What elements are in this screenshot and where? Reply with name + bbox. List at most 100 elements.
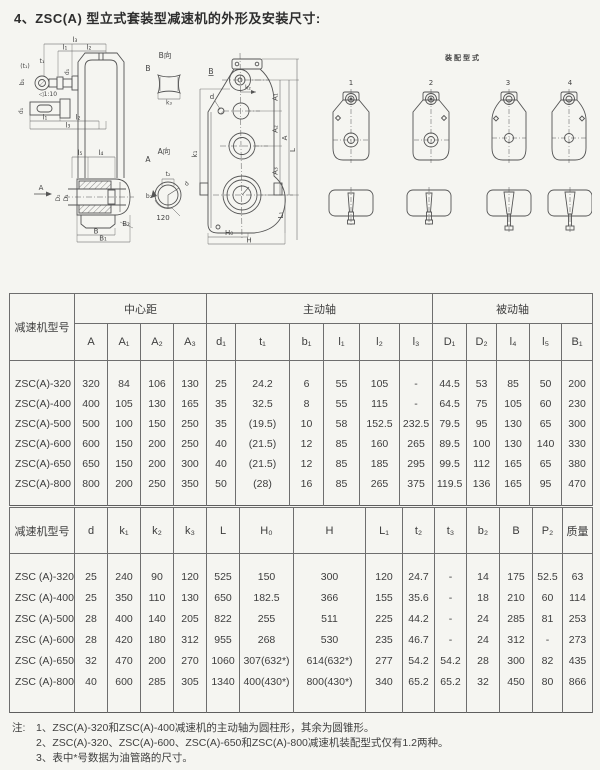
column-group-center-distance: 中心距	[74, 293, 207, 324]
front-d-label: d	[210, 93, 214, 101]
dim-l2-detail: l₂	[76, 114, 81, 122]
empty-cell	[107, 692, 141, 713]
column-header-model: 减速机型号	[9, 293, 75, 361]
empty-cell	[402, 692, 435, 713]
empty-cell	[323, 493, 360, 506]
dim-t1-paren: (t₁)	[20, 63, 29, 70]
table-cell: 366	[293, 587, 366, 609]
table-cell: 140	[529, 433, 563, 454]
table-cell: 268	[239, 629, 294, 651]
dim-d1-shaft: d₁	[64, 68, 71, 75]
empty-cell	[239, 692, 294, 713]
table-cell: 79.5	[432, 413, 468, 434]
empty-cell	[532, 692, 563, 713]
table-cell: 58	[323, 413, 360, 434]
table-cell: 300	[173, 453, 207, 474]
empty-cell	[562, 553, 593, 567]
column-header: t₁	[235, 323, 290, 361]
empty-cell	[402, 553, 435, 567]
table-cell: 165	[496, 453, 531, 474]
column-header-model: 减速机型号	[9, 507, 75, 554]
table-cell: -	[434, 566, 467, 588]
empty-cell	[496, 493, 531, 506]
empty-cell	[466, 360, 498, 374]
table-cell: 100	[466, 433, 498, 454]
table-cell: 866	[562, 671, 593, 693]
table-cell: 84	[107, 373, 141, 394]
table-cell: 307(632*)	[239, 650, 294, 672]
table-cell: 40	[206, 433, 236, 454]
table-cell: 525	[206, 566, 240, 588]
dim-h: H	[246, 237, 251, 245]
table-cell: 136	[466, 473, 498, 494]
dim-a2: A₂	[272, 125, 280, 133]
table-cell: 75	[466, 393, 498, 414]
table-cell: 24	[466, 608, 500, 630]
empty-cell	[323, 360, 360, 374]
column-header: 质量	[562, 507, 593, 554]
table-cell: 511	[293, 608, 366, 630]
table-cell: 12	[289, 433, 324, 454]
assembly-title: 装配型式	[444, 53, 481, 62]
table-cell: 112	[466, 453, 498, 474]
empty-cell	[140, 692, 174, 713]
table-cell: 35.6	[402, 587, 435, 609]
table-cell: 253	[562, 608, 593, 630]
table-cell: 82	[532, 650, 563, 672]
table-row: ZSC(A)-320 320 84 106 130 25 24.2 6 55 1…	[9, 373, 594, 394]
column-header: D₂	[466, 323, 498, 361]
dim-l2-top: l₂	[87, 44, 92, 52]
column-header: l₂	[359, 323, 400, 361]
table-row: ZSC (A)-320 25 240 90 120 525 150 300 12…	[9, 566, 593, 588]
table-cell: 312	[173, 629, 207, 651]
table-cell: 55	[323, 373, 360, 394]
empty-cell	[173, 493, 207, 506]
column-header: k₁	[107, 507, 141, 554]
empty-cell	[140, 553, 174, 567]
table-cell: 650	[74, 453, 108, 474]
model-cell: ZSC (A)-400	[9, 587, 75, 609]
table-cell: 305	[173, 671, 207, 693]
table-cell: 64.5	[432, 393, 468, 414]
table-cell: (28)	[235, 473, 290, 494]
table-cell: 25	[206, 373, 236, 394]
table-row: ZSC(A)-600 600 150 200 250 40 (21.5) 12 …	[9, 433, 594, 454]
column-header: b₁	[289, 323, 324, 361]
assembly-foot-3	[486, 186, 532, 233]
table-cell: 95	[466, 413, 498, 434]
table-cell: 89.5	[432, 433, 468, 454]
table-cell: 85	[323, 453, 360, 474]
empty-cell	[365, 553, 403, 567]
empty-cell	[499, 692, 533, 713]
table-cell: 105	[107, 393, 141, 414]
table-cell: 63	[562, 566, 593, 588]
footnotes: 注: 1、ZSC(A)-320和ZSC(A)-400减速机的主动轴为圆柱形，其余…	[12, 721, 448, 766]
footnote-line-3: 3、表中*号数据为油管路的尺寸。	[12, 751, 448, 766]
assembly-variant-4	[551, 88, 587, 164]
table-cell: 99.5	[432, 453, 468, 474]
table-cell: 150	[140, 413, 174, 434]
table-cell: 110	[140, 587, 174, 609]
table-cell: 155	[365, 587, 403, 609]
table-cell: 65	[529, 453, 563, 474]
table-cell: 380	[561, 453, 594, 474]
footnote-text-2: 2、ZSC(A)-320、ZSC(A)-600、ZSC(A)-650和ZSC(A…	[36, 737, 449, 749]
empty-cell	[289, 360, 324, 374]
table-cell: 1060	[206, 650, 240, 672]
empty-cell	[561, 493, 594, 506]
angle-120-label: 120	[156, 214, 169, 222]
dim-l3-top: l₃	[73, 36, 78, 44]
footnote-text-3: 3、表中*号数据为油管路的尺寸。	[36, 752, 193, 764]
table-cell: 150	[239, 566, 294, 588]
table-cell: 28	[74, 629, 108, 651]
table-cell: 115	[359, 393, 400, 414]
table-cell: 955	[206, 629, 240, 651]
table-cell: 185	[359, 453, 400, 474]
column-header: l₄	[496, 323, 531, 361]
table-cell: 600	[74, 433, 108, 454]
column-header: l₃	[398, 323, 434, 361]
dim-b1: b₁	[19, 78, 26, 85]
empty-cell	[365, 692, 403, 713]
dim-k3: k₃	[166, 100, 172, 107]
